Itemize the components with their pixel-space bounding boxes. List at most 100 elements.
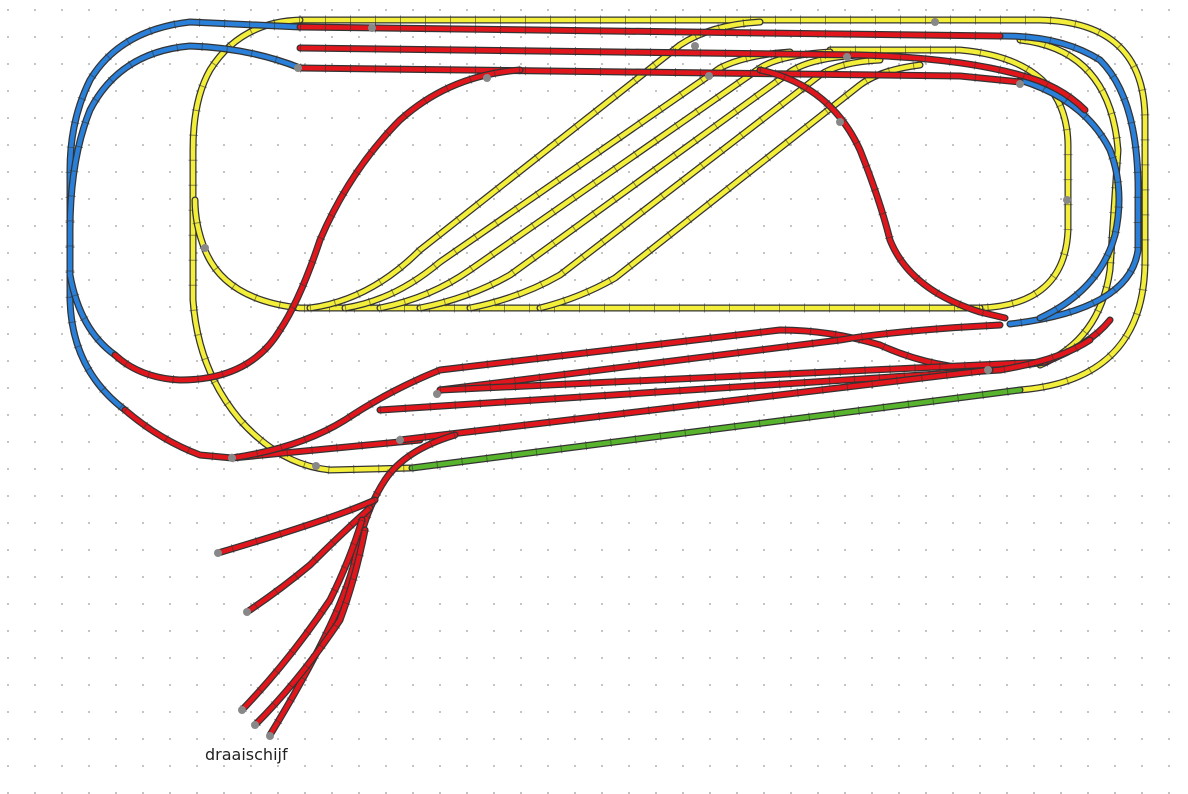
grid-dot	[1168, 549, 1170, 551]
grid-dot	[88, 252, 90, 254]
grid-dot	[871, 684, 873, 686]
grid-dot	[412, 576, 414, 578]
grid-dot	[439, 198, 441, 200]
track-sleepers	[300, 15, 1150, 395]
grid-dot	[898, 522, 900, 524]
turntable-label: draaischijf	[205, 745, 288, 764]
grid-dot	[7, 63, 9, 65]
grid-dot	[493, 414, 495, 416]
grid-dot	[331, 225, 333, 227]
grid-dot	[898, 657, 900, 659]
grid-dot	[61, 117, 63, 119]
grid-dot	[1087, 441, 1089, 443]
grid-dot	[763, 360, 765, 362]
grid-dot	[925, 252, 927, 254]
grid-dot	[925, 90, 927, 92]
grid-dot	[223, 495, 225, 497]
grid-dot	[115, 441, 117, 443]
grid-dot	[61, 333, 63, 335]
grid-dot	[790, 711, 792, 713]
grid-dot	[331, 63, 333, 65]
grid-dot	[871, 414, 873, 416]
grid-dot	[1141, 414, 1143, 416]
grid-dot	[439, 117, 441, 119]
grid-dot	[277, 711, 279, 713]
grid-dot	[34, 225, 36, 227]
grid-dot	[61, 414, 63, 416]
grid-dot	[250, 144, 252, 146]
grid-dot	[979, 711, 981, 713]
grid-dot	[979, 468, 981, 470]
grid-dot	[763, 576, 765, 578]
grid-dot	[34, 684, 36, 686]
switch-marker	[1063, 196, 1071, 204]
grid-dot	[547, 765, 549, 767]
switch-marker	[243, 608, 251, 616]
grid-dot	[763, 36, 765, 38]
grid-dot	[34, 252, 36, 254]
grid-dot	[547, 414, 549, 416]
grid-dot	[1168, 90, 1170, 92]
grid-dot	[574, 576, 576, 578]
grid-dot	[547, 522, 549, 524]
grid-dot	[115, 738, 117, 740]
yellow-track-inner-oval-bottom	[192, 197, 983, 311]
track-outline	[756, 66, 1009, 322]
grid-dot	[7, 279, 9, 281]
grid-dot	[655, 576, 657, 578]
grid-dot	[196, 468, 198, 470]
grid-dot	[142, 9, 144, 11]
grid-dot	[952, 144, 954, 146]
grid-dot	[1060, 468, 1062, 470]
grid-dot	[304, 144, 306, 146]
grid-dot	[763, 495, 765, 497]
grid-dot	[925, 9, 927, 11]
grid-dot	[844, 360, 846, 362]
switch-markers	[201, 18, 1071, 740]
grid-dot	[7, 387, 9, 389]
grid-dot	[1033, 684, 1035, 686]
red-turntable-track-2	[244, 505, 373, 615]
grid-dot	[520, 90, 522, 92]
grid-dot	[385, 387, 387, 389]
grid-dot	[898, 684, 900, 686]
grid-dot	[736, 684, 738, 686]
grid-dot	[142, 495, 144, 497]
red-turntable-track-1	[215, 497, 378, 556]
grid-dot	[736, 738, 738, 740]
grid-dot	[115, 252, 117, 254]
grid-dot	[1006, 171, 1008, 173]
grid-dot	[925, 522, 927, 524]
grid-dot	[736, 792, 738, 794]
grid-dot	[61, 171, 63, 173]
grid-dot	[844, 738, 846, 740]
grid-dot	[1114, 603, 1116, 605]
grid-dot	[358, 144, 360, 146]
grid-dot	[682, 36, 684, 38]
grid-dot	[709, 36, 711, 38]
grid-dot	[1087, 495, 1089, 497]
grid-dot	[61, 765, 63, 767]
grid-dot	[898, 387, 900, 389]
grid-dot	[358, 495, 360, 497]
grid-dot	[520, 414, 522, 416]
grid-dot	[574, 63, 576, 65]
grid-dot	[817, 657, 819, 659]
grid-dot	[871, 576, 873, 578]
grid-dot	[7, 414, 9, 416]
grid-dot	[844, 657, 846, 659]
grid-dot	[1033, 468, 1035, 470]
grid-dot	[952, 252, 954, 254]
track-outline	[826, 46, 1072, 312]
grid-dot	[331, 9, 333, 11]
grid-dot	[898, 225, 900, 227]
grid-dot	[196, 522, 198, 524]
grid-dot	[358, 333, 360, 335]
grid-dot	[547, 171, 549, 173]
grid-dot	[277, 603, 279, 605]
grid-dot	[655, 117, 657, 119]
grid-dot	[952, 333, 954, 335]
grid-dot	[817, 252, 819, 254]
grid-dot	[331, 414, 333, 416]
grid-dot	[574, 549, 576, 551]
